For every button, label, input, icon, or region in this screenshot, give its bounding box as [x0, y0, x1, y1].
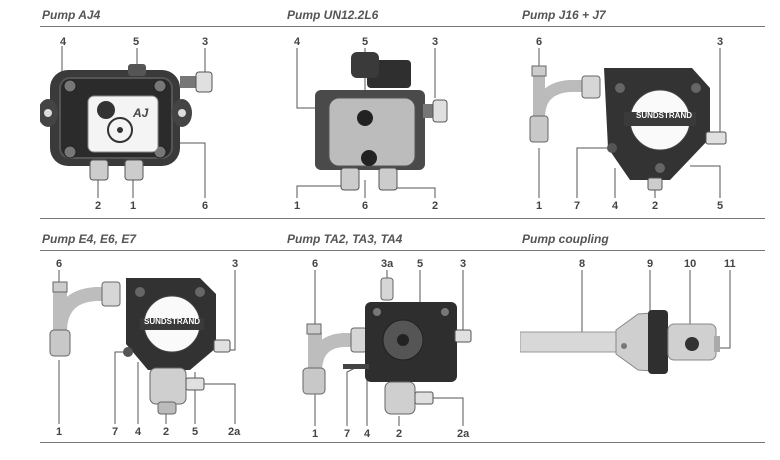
- callout-3: 3: [717, 36, 724, 48]
- callout-6: 6: [56, 258, 63, 270]
- callout-4: 4: [294, 36, 301, 48]
- pump-coupling-drawing: [520, 270, 731, 374]
- pump-ta2-drawing: [302, 270, 472, 426]
- panel-pump-aj4: Pump AJ4: [40, 8, 285, 220]
- callout-2a: 2a: [228, 426, 241, 438]
- callout-1: 1: [312, 428, 319, 440]
- callout-1: 1: [130, 200, 137, 212]
- callout-2: 2: [396, 428, 403, 440]
- callout-4: 4: [364, 428, 371, 440]
- callout-4: 4: [135, 426, 142, 438]
- pump-e4-drawing: [49, 270, 236, 424]
- panel-pump-un12-2l6: Pump UN12.2L6 4: [285, 8, 530, 220]
- top-rule: [285, 26, 530, 27]
- callout-3a: 3a: [381, 258, 394, 270]
- callout-7: 7: [574, 200, 581, 212]
- top-rule: [285, 250, 530, 251]
- callout-6: 6: [536, 36, 543, 48]
- bottom-rule: [40, 442, 285, 443]
- bottom-rule: [520, 218, 765, 219]
- callout-8: 8: [579, 258, 586, 270]
- panel-pump-coupling: Pump coupling 8 9 10 11: [520, 232, 765, 444]
- callout-3: 3: [432, 36, 439, 48]
- bottom-rule: [520, 442, 765, 443]
- panel-title: Pump TA2, TA3, TA4: [287, 232, 403, 246]
- bottom-rule: [285, 218, 530, 219]
- bottom-rule: [40, 218, 285, 219]
- callout-2: 2: [95, 200, 102, 212]
- callout-2: 2: [652, 200, 659, 212]
- callout-5: 5: [133, 36, 140, 48]
- brand-plate: SUNDSTRAND: [636, 111, 692, 120]
- panel-title: Pump E4, E6, E7: [42, 232, 137, 246]
- callout-5: 5: [192, 426, 199, 438]
- callout-9: 9: [647, 258, 654, 270]
- callout-3: 3: [460, 258, 467, 270]
- callout-11: 11: [724, 258, 736, 270]
- callout-10: 10: [684, 258, 697, 270]
- callout-3: 3: [202, 36, 209, 48]
- callout-4: 4: [60, 36, 67, 48]
- pump-j16-drawing: [529, 48, 727, 198]
- panel-pump-ta2-ta3-ta4: Pump TA2, TA3, TA4: [285, 232, 530, 444]
- panel-title: Pump UN12.2L6: [287, 8, 379, 22]
- callout-5: 5: [362, 36, 369, 48]
- top-rule: [520, 26, 765, 27]
- callout-1: 1: [294, 200, 301, 212]
- brand-plate: SUNDSTRAND: [144, 317, 200, 326]
- top-rule: [520, 250, 765, 251]
- callout-6: 6: [312, 258, 319, 270]
- callout-5: 5: [717, 200, 724, 212]
- panel-title: Pump coupling: [522, 232, 609, 246]
- callout-7: 7: [112, 426, 119, 438]
- panel-pump-e4-e6-e7: Pump E4, E6, E7: [40, 232, 285, 444]
- callout-6: 6: [362, 200, 369, 212]
- callout-1: 1: [56, 426, 63, 438]
- top-rule: [40, 26, 285, 27]
- dial-text: AJ: [133, 106, 149, 120]
- callout-4: 4: [612, 200, 619, 212]
- callout-2: 2: [163, 426, 170, 438]
- callout-2: 2: [432, 200, 439, 212]
- panel-title: Pump J16 + J7: [522, 8, 606, 22]
- callout-1: 1: [536, 200, 543, 212]
- bottom-rule: [285, 442, 530, 443]
- pump-un12-drawing: [296, 48, 448, 198]
- pump-aj4-drawing: [40, 46, 213, 198]
- callout-2a: 2a: [457, 428, 470, 440]
- callout-7: 7: [344, 428, 351, 440]
- top-rule: [40, 250, 285, 251]
- panel-pump-j16-j7: Pump J16 + J7: [520, 8, 765, 220]
- callout-6: 6: [202, 200, 209, 212]
- callout-5: 5: [417, 258, 424, 270]
- panel-title: Pump AJ4: [42, 8, 101, 22]
- callout-3: 3: [232, 258, 239, 270]
